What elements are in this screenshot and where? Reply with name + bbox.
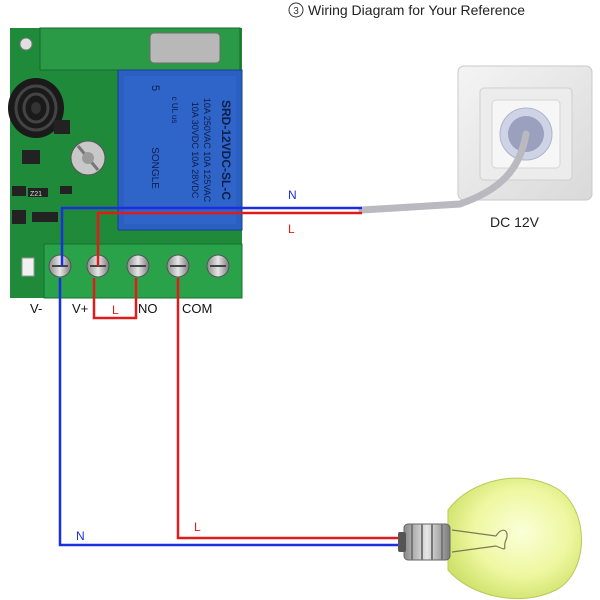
relay-rating-1: 10A 250VAC 10A 125VAC (202, 98, 212, 203)
source-wire-n-label: N (288, 188, 297, 202)
relay-brand: SONGLE (149, 147, 160, 189)
step-number: 3 (293, 6, 299, 17)
title: 3 Wiring Diagram for Your Reference (288, 2, 525, 18)
antenna-coil-icon (8, 78, 64, 138)
terminal-com (166, 254, 190, 278)
power-source-label: DC 12V (490, 214, 540, 230)
label-no: NO (138, 301, 158, 316)
capacitor-icon (70, 140, 106, 176)
relay-cert: c UL us (170, 97, 179, 124)
load-wire-n-label: N (76, 529, 85, 543)
bulb-base (398, 523, 451, 561)
live-wire (92, 211, 400, 540)
relay-pin-count: 5 (149, 85, 161, 91)
jumper-l-label: L (112, 303, 119, 317)
relay-body (117, 69, 243, 231)
label-v-minus: V- (30, 301, 42, 316)
screw-hole (19, 37, 33, 51)
terminal-nc (206, 254, 230, 278)
wall-socket-icon (457, 65, 593, 201)
crystal-oscillator (149, 32, 221, 64)
bulb-glass (447, 477, 582, 600)
ic-chip (54, 120, 70, 134)
filament (451, 529, 508, 553)
relay-model: SRD-12VDC-SL-C (219, 100, 233, 200)
neutral-wire (58, 206, 400, 547)
relay-rating-2: 10A 30VDC 10A 28VDC (190, 102, 200, 199)
relay-module-board: Z21 SRD-12VDC-SL-C 10A 250VAC 10A 125VAC… (8, 27, 243, 299)
smd-component (60, 186, 72, 194)
diode (28, 188, 48, 197)
terminal-v-minus (48, 254, 72, 278)
light-bulb-icon (398, 477, 582, 600)
terminal-block (43, 243, 243, 299)
source-wire-l-label: L (288, 222, 295, 236)
label-com: COM (182, 301, 212, 316)
relay: SRD-12VDC-SL-C 10A 250VAC 10A 125VAC 10A… (117, 69, 243, 231)
label-v-plus: V+ (72, 301, 88, 316)
ic-chip (22, 150, 40, 164)
smd-component (32, 212, 58, 222)
step-number-badge (288, 2, 304, 18)
smd-component (12, 210, 26, 224)
title-text: Wiring Diagram for Your Reference (308, 2, 525, 18)
power-cable (358, 130, 530, 214)
smd-component (12, 186, 26, 196)
load-wire-l-label: L (194, 520, 201, 534)
terminal-no (126, 254, 150, 278)
led-indicator (21, 257, 35, 277)
chip-label: Z21 (30, 191, 42, 198)
